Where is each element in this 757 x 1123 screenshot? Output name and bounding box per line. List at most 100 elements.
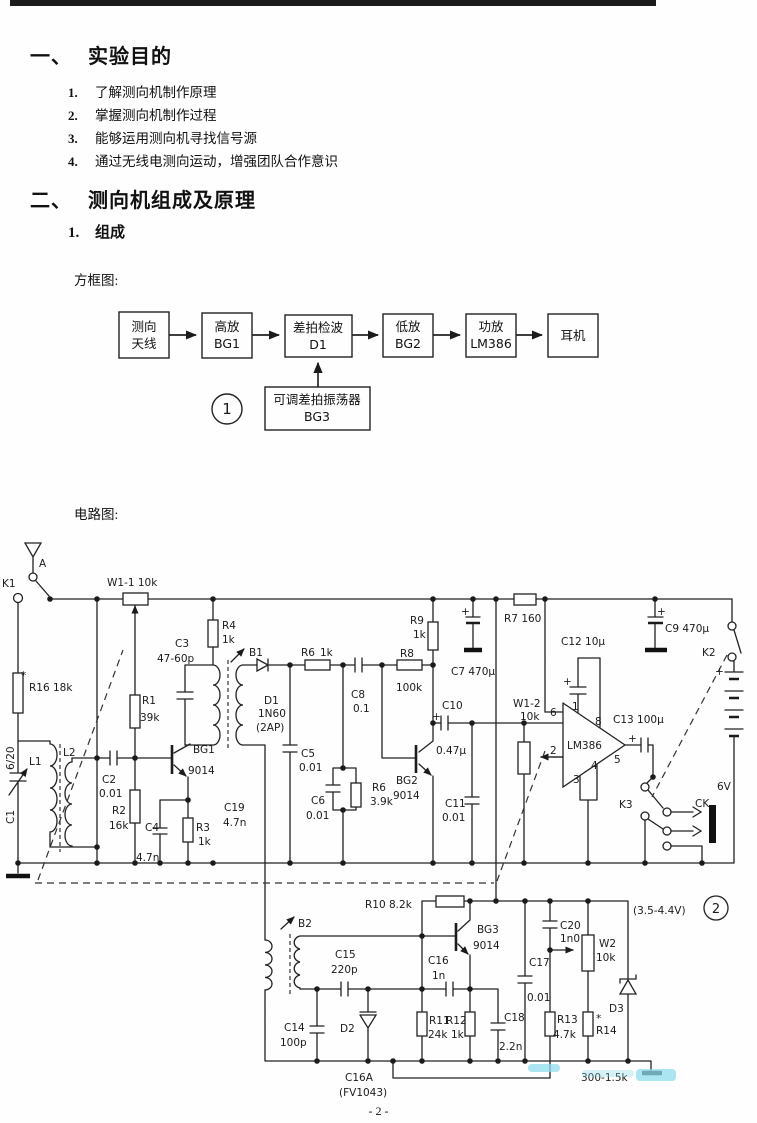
circuit-label-c10: C10 <box>442 700 463 712</box>
circuit-label-r8v: 100k <box>396 682 423 694</box>
section-1-heading: 一、实验目的 <box>30 40 172 69</box>
junction-dot <box>210 860 216 866</box>
circuit-label-d1: D1 <box>264 695 279 707</box>
resistor-r12 <box>464 1011 476 1037</box>
junction-dot <box>467 1058 473 1064</box>
junction-dot <box>314 986 320 992</box>
circuit-label-c11: C11 <box>445 798 466 810</box>
badge-2: 2 <box>712 902 720 917</box>
junction-dot <box>469 860 475 866</box>
junction-dot <box>547 898 553 904</box>
junction-dot <box>467 898 473 904</box>
circuit-label-c16a: C16A <box>345 1072 374 1084</box>
circuit-label-k3: K3 <box>619 799 633 811</box>
header-rule <box>10 0 656 6</box>
circuit-label-d3: D3 <box>609 1003 624 1015</box>
circuit-label-bg2v: 9014 <box>393 790 420 802</box>
junction-dot <box>94 860 100 866</box>
junction-dot <box>642 860 648 866</box>
resistor-r10 <box>435 895 465 908</box>
circuit-label-c6v: 0.01 <box>306 810 329 822</box>
resistor-r14 <box>582 1011 594 1037</box>
junction-dot <box>467 986 473 992</box>
circuit-label-r6v: 3.9k <box>370 796 394 808</box>
junction-dot <box>379 662 385 668</box>
objective-text: 能够运用测向机寻找信号源 <box>95 131 257 146</box>
circuit-label-bg3: BG3 <box>477 924 499 936</box>
circuit-label-c15: C15 <box>335 949 356 961</box>
circuit-label-w12v: 10k <box>520 711 540 723</box>
junction-dot <box>430 662 436 668</box>
objective-text: 掌握测向机制作过程 <box>95 108 217 123</box>
circuit-label-p6: 6 <box>550 707 557 719</box>
objective-text: 通过无线电测向运动，增强团队合作意识 <box>95 154 338 169</box>
junction-dot <box>94 844 100 850</box>
junction-dot <box>699 860 705 866</box>
pot-w1-2 <box>517 741 531 775</box>
objective-number: 2. <box>68 108 78 123</box>
junction-dot <box>132 860 138 866</box>
junction-dot <box>185 860 191 866</box>
circuit-label-r14: R14 <box>596 1025 617 1037</box>
page-number: - 2 - <box>368 1104 389 1118</box>
circuit-label-c18v: 2.2n <box>499 1041 522 1053</box>
circuit-label-d1v2: (2AP) <box>256 722 284 734</box>
circuit-label-c2: C2 <box>102 774 116 786</box>
junction-dot <box>390 1058 396 1064</box>
circuit-label-c8v: 0.1 <box>353 703 370 715</box>
circuit-label-c11v: 0.01 <box>442 812 465 824</box>
junction-dot <box>493 596 499 602</box>
circuit-label-r2: R2 <box>112 805 126 817</box>
circuit-dashed <box>35 649 728 996</box>
junction-dot <box>365 986 371 992</box>
circuit-label-c20v: 1n0 <box>560 933 580 945</box>
junction-dot <box>585 898 591 904</box>
objective-item: 3.能够运用测向机寻找信号源 <box>68 127 257 147</box>
block-earphone <box>547 313 599 358</box>
svg-text:耳机: 耳机 <box>560 328 586 343</box>
circuit-label-r16: R16 18k <box>29 682 73 694</box>
circuit-label-vrange: (3.5-4.4V) <box>633 905 686 917</box>
junction-dots <box>15 596 705 1064</box>
circuit-label-c1: C1 <box>5 810 17 824</box>
junction-dot <box>521 720 527 726</box>
circuit-label-bg3v: 9014 <box>473 940 500 952</box>
circuit-label-pc12: + <box>563 676 572 688</box>
circuit-label-c14v: 100p <box>280 1037 307 1049</box>
subsection-number: 1. <box>68 225 80 241</box>
circuit-label-c5: C5 <box>301 748 315 760</box>
junction-dot <box>340 765 346 771</box>
junction-dot <box>365 1058 371 1064</box>
circuit-label-c4: C4 <box>145 822 159 834</box>
circuit-label-d2: D2 <box>340 1023 355 1035</box>
resistor-boxes <box>12 592 595 1037</box>
circuit-label-c17: C17 <box>529 957 550 969</box>
circuit-label-r8: R8 <box>400 648 414 660</box>
circuit-label-r4: R4 <box>222 620 236 632</box>
circuit-label-c20: C20 <box>560 920 581 932</box>
circuit-wires <box>8 542 744 1079</box>
resistor-r13 <box>544 1011 556 1037</box>
junction-dot <box>585 860 591 866</box>
circuit-label-p1: 1 <box>572 701 579 713</box>
block-diagram-label: 方框图: <box>74 273 119 288</box>
junction-dot <box>430 860 436 866</box>
junction-dot <box>430 720 436 726</box>
circuit-label-p5: 5 <box>614 754 621 766</box>
circuit-label-k2: K2 <box>702 647 716 659</box>
circuit-label-r1v: 39k <box>140 712 160 724</box>
junction-dot <box>522 898 528 904</box>
junction-dot <box>94 755 100 761</box>
circuit-label-r6h: R6 <box>301 647 315 659</box>
block-diagram <box>118 311 599 431</box>
junction-dot <box>625 1058 631 1064</box>
objective-number: 4. <box>68 154 78 169</box>
circuit-label-pc10: + <box>432 711 441 723</box>
junction-dot <box>493 898 499 904</box>
junction-dot <box>652 596 658 602</box>
junction-dot <box>585 1058 591 1064</box>
